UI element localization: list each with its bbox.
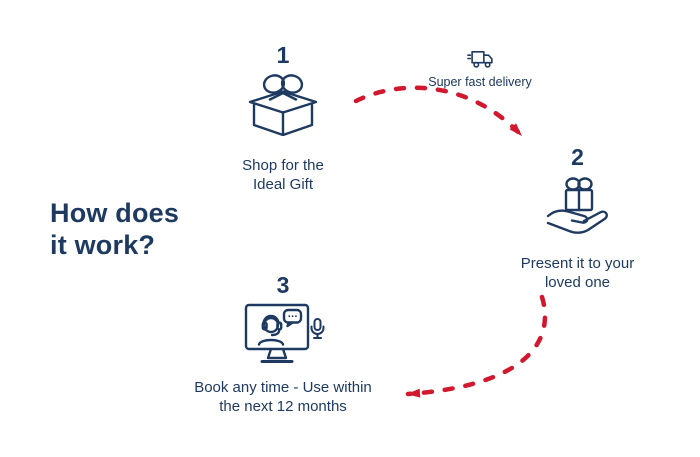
arrow-step2-to-step3-icon (405, 294, 548, 398)
section-title-line2: it work? (50, 229, 156, 260)
delivery-badge: Super fast delivery (402, 48, 558, 89)
delivery-truck-icon (466, 50, 493, 68)
step-3: 3 Book any time - U (172, 272, 394, 417)
step-3-caption: Book any time - Use within the next 12 m… (194, 378, 372, 416)
arrow-step1-to-step2-icon (353, 85, 524, 138)
step-2-caption: Present it to your loved one (520, 254, 635, 292)
step-1-caption: Shop for the Ideal Gift (242, 156, 324, 194)
support-monitor-icon (172, 302, 394, 366)
step-1: 1 Shop for the Ideal Gift (208, 42, 358, 195)
delivery-label: Super fast delivery (428, 75, 532, 89)
section-title: How does it work? (50, 198, 179, 262)
gift-box-icon (208, 72, 358, 136)
step-2: 2 Present it to your loved one (500, 144, 655, 293)
step-2-number: 2 (571, 144, 584, 170)
step-1-number: 1 (276, 42, 290, 68)
hand-holding-gift-icon (500, 174, 655, 236)
step-3-number: 3 (276, 272, 290, 298)
section-title-line1: How does (50, 198, 180, 228)
